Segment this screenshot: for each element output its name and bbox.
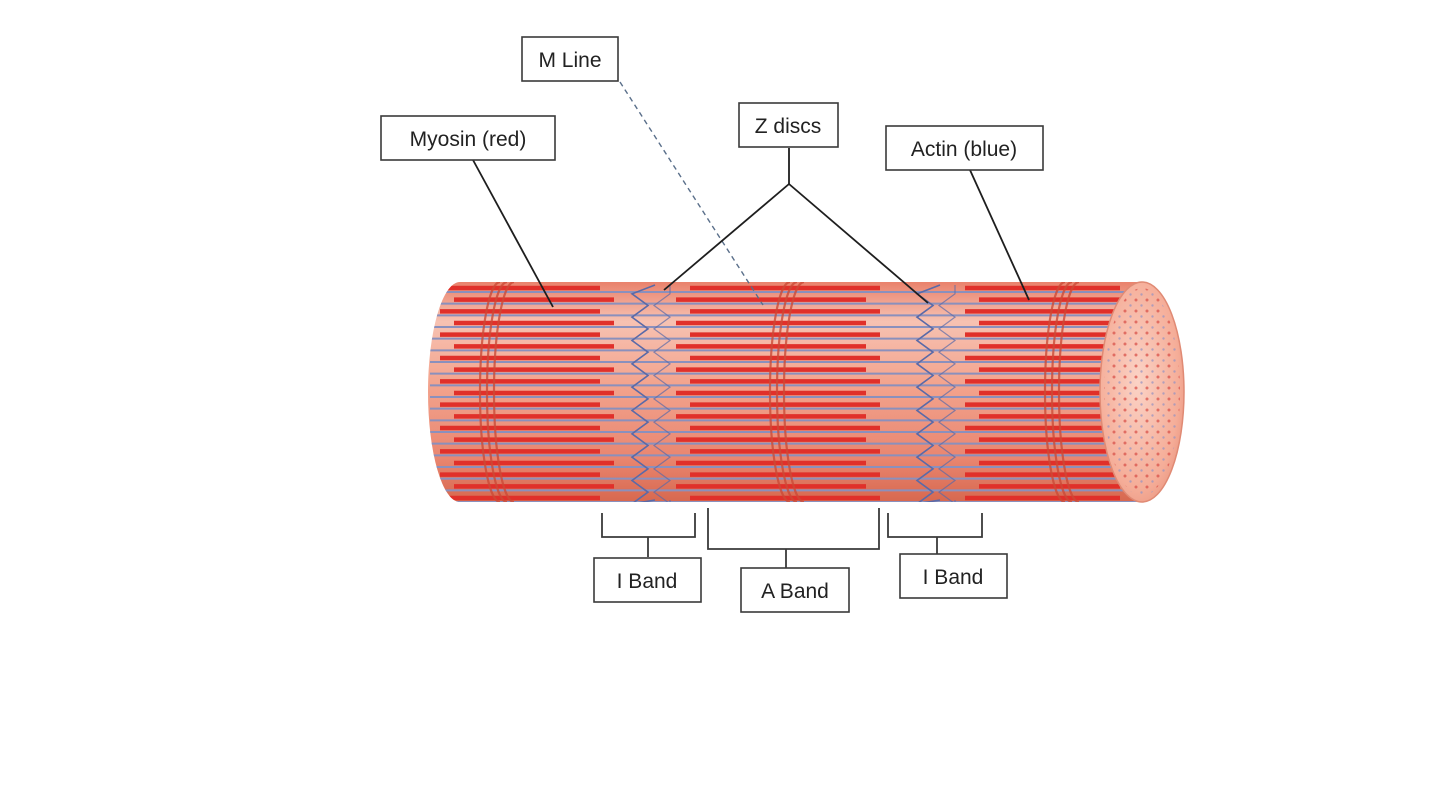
- z-disc-line: [915, 284, 941, 502]
- striation-ring: [1057, 282, 1080, 502]
- i-band-right-text: I Band: [923, 566, 984, 589]
- striation-ring: [492, 282, 515, 502]
- a-band-label: A Band: [740, 567, 850, 613]
- striation-ring: [1050, 282, 1073, 502]
- m-line-text: M Line: [538, 49, 601, 72]
- actin-text: Actin (blue): [911, 138, 1017, 161]
- i-band-right-label: I Band: [899, 553, 1008, 599]
- i-band-left-text: I Band: [617, 570, 678, 593]
- myosin-label: Myosin (red): [380, 115, 556, 161]
- striation-ring: [768, 282, 791, 502]
- z-discs-leader-right: [788, 183, 929, 304]
- myosin-leader: [472, 159, 554, 308]
- z-discs-text: Z discs: [755, 115, 822, 138]
- actin-leader: [969, 169, 1030, 301]
- m-line-label: M Line: [521, 36, 619, 82]
- muscle-fiber: [428, 281, 1185, 503]
- i-band-left-label: I Band: [593, 557, 702, 603]
- z-disc-line: [937, 285, 957, 502]
- i-band-left-bracket: [601, 513, 696, 557]
- myosin-text: Myosin (red): [410, 128, 527, 151]
- striation-ring: [478, 282, 501, 502]
- m-line-leader: [619, 81, 764, 306]
- striation-ring: [1043, 282, 1066, 502]
- z-discs-label: Z discs: [738, 102, 839, 148]
- fiber-cross-section-dots: [1104, 288, 1180, 496]
- actin-label: Actin (blue): [885, 125, 1044, 171]
- z-disc-lines: [630, 284, 957, 502]
- band-brackets: [601, 508, 983, 568]
- i-band-right-bracket: [887, 513, 983, 554]
- z-discs-leader-left: [663, 183, 790, 291]
- striation-ring: [485, 282, 508, 502]
- striation-ring: [782, 282, 805, 502]
- striation-rings: [478, 282, 1080, 502]
- leader-lines: [472, 81, 1030, 308]
- striation-ring: [775, 282, 798, 502]
- a-band-bracket: [707, 508, 880, 568]
- z-disc-line: [630, 284, 656, 502]
- a-band-text: A Band: [761, 580, 829, 603]
- z-disc-line: [652, 285, 672, 502]
